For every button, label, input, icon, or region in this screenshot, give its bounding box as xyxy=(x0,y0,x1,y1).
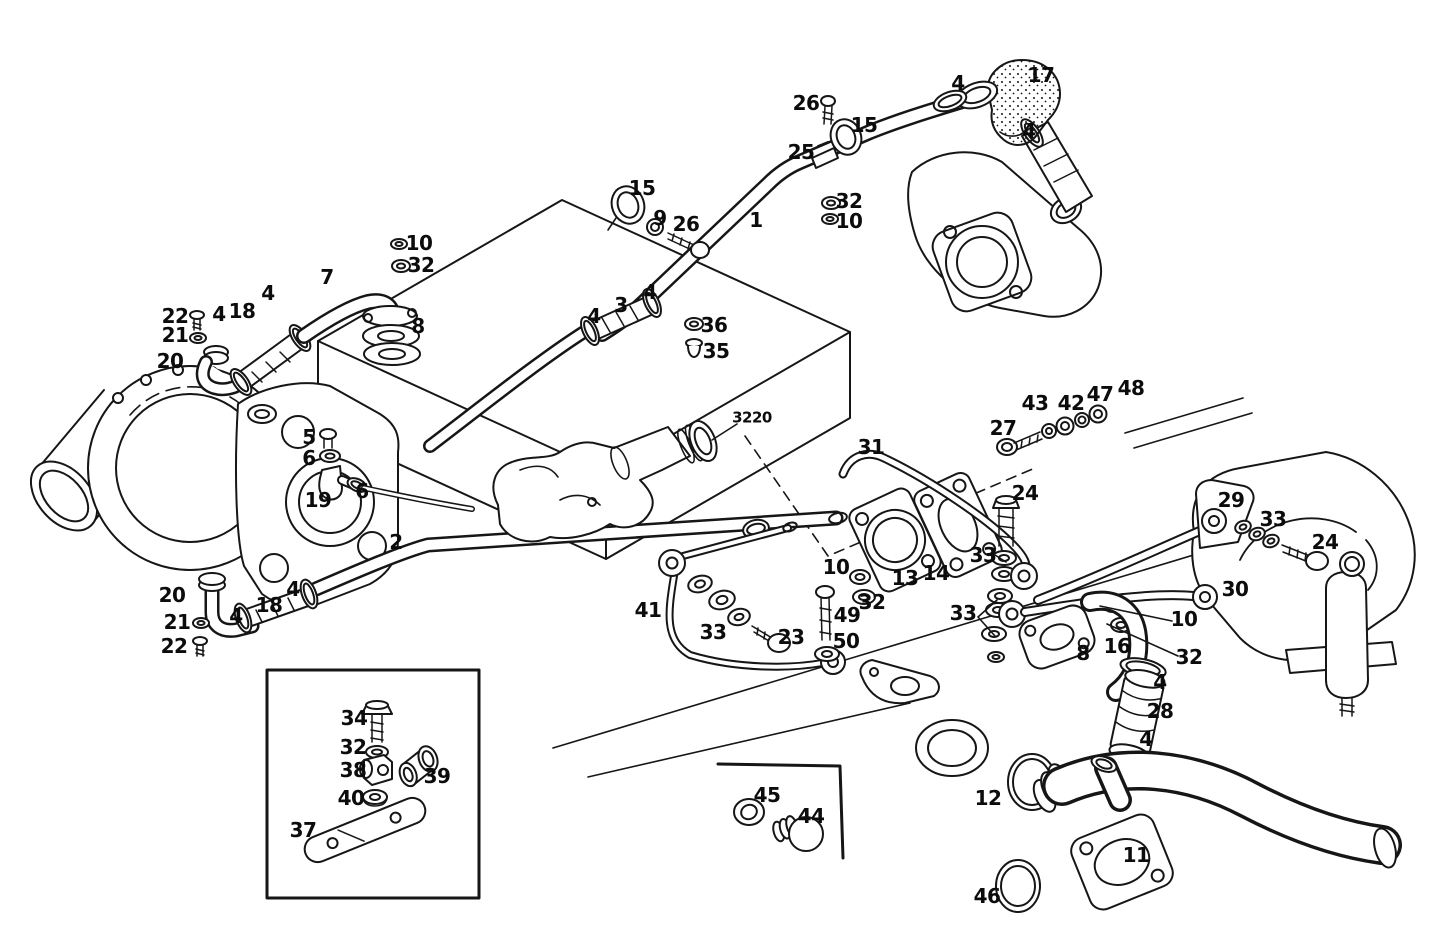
diagram-line-art xyxy=(29,59,1416,913)
